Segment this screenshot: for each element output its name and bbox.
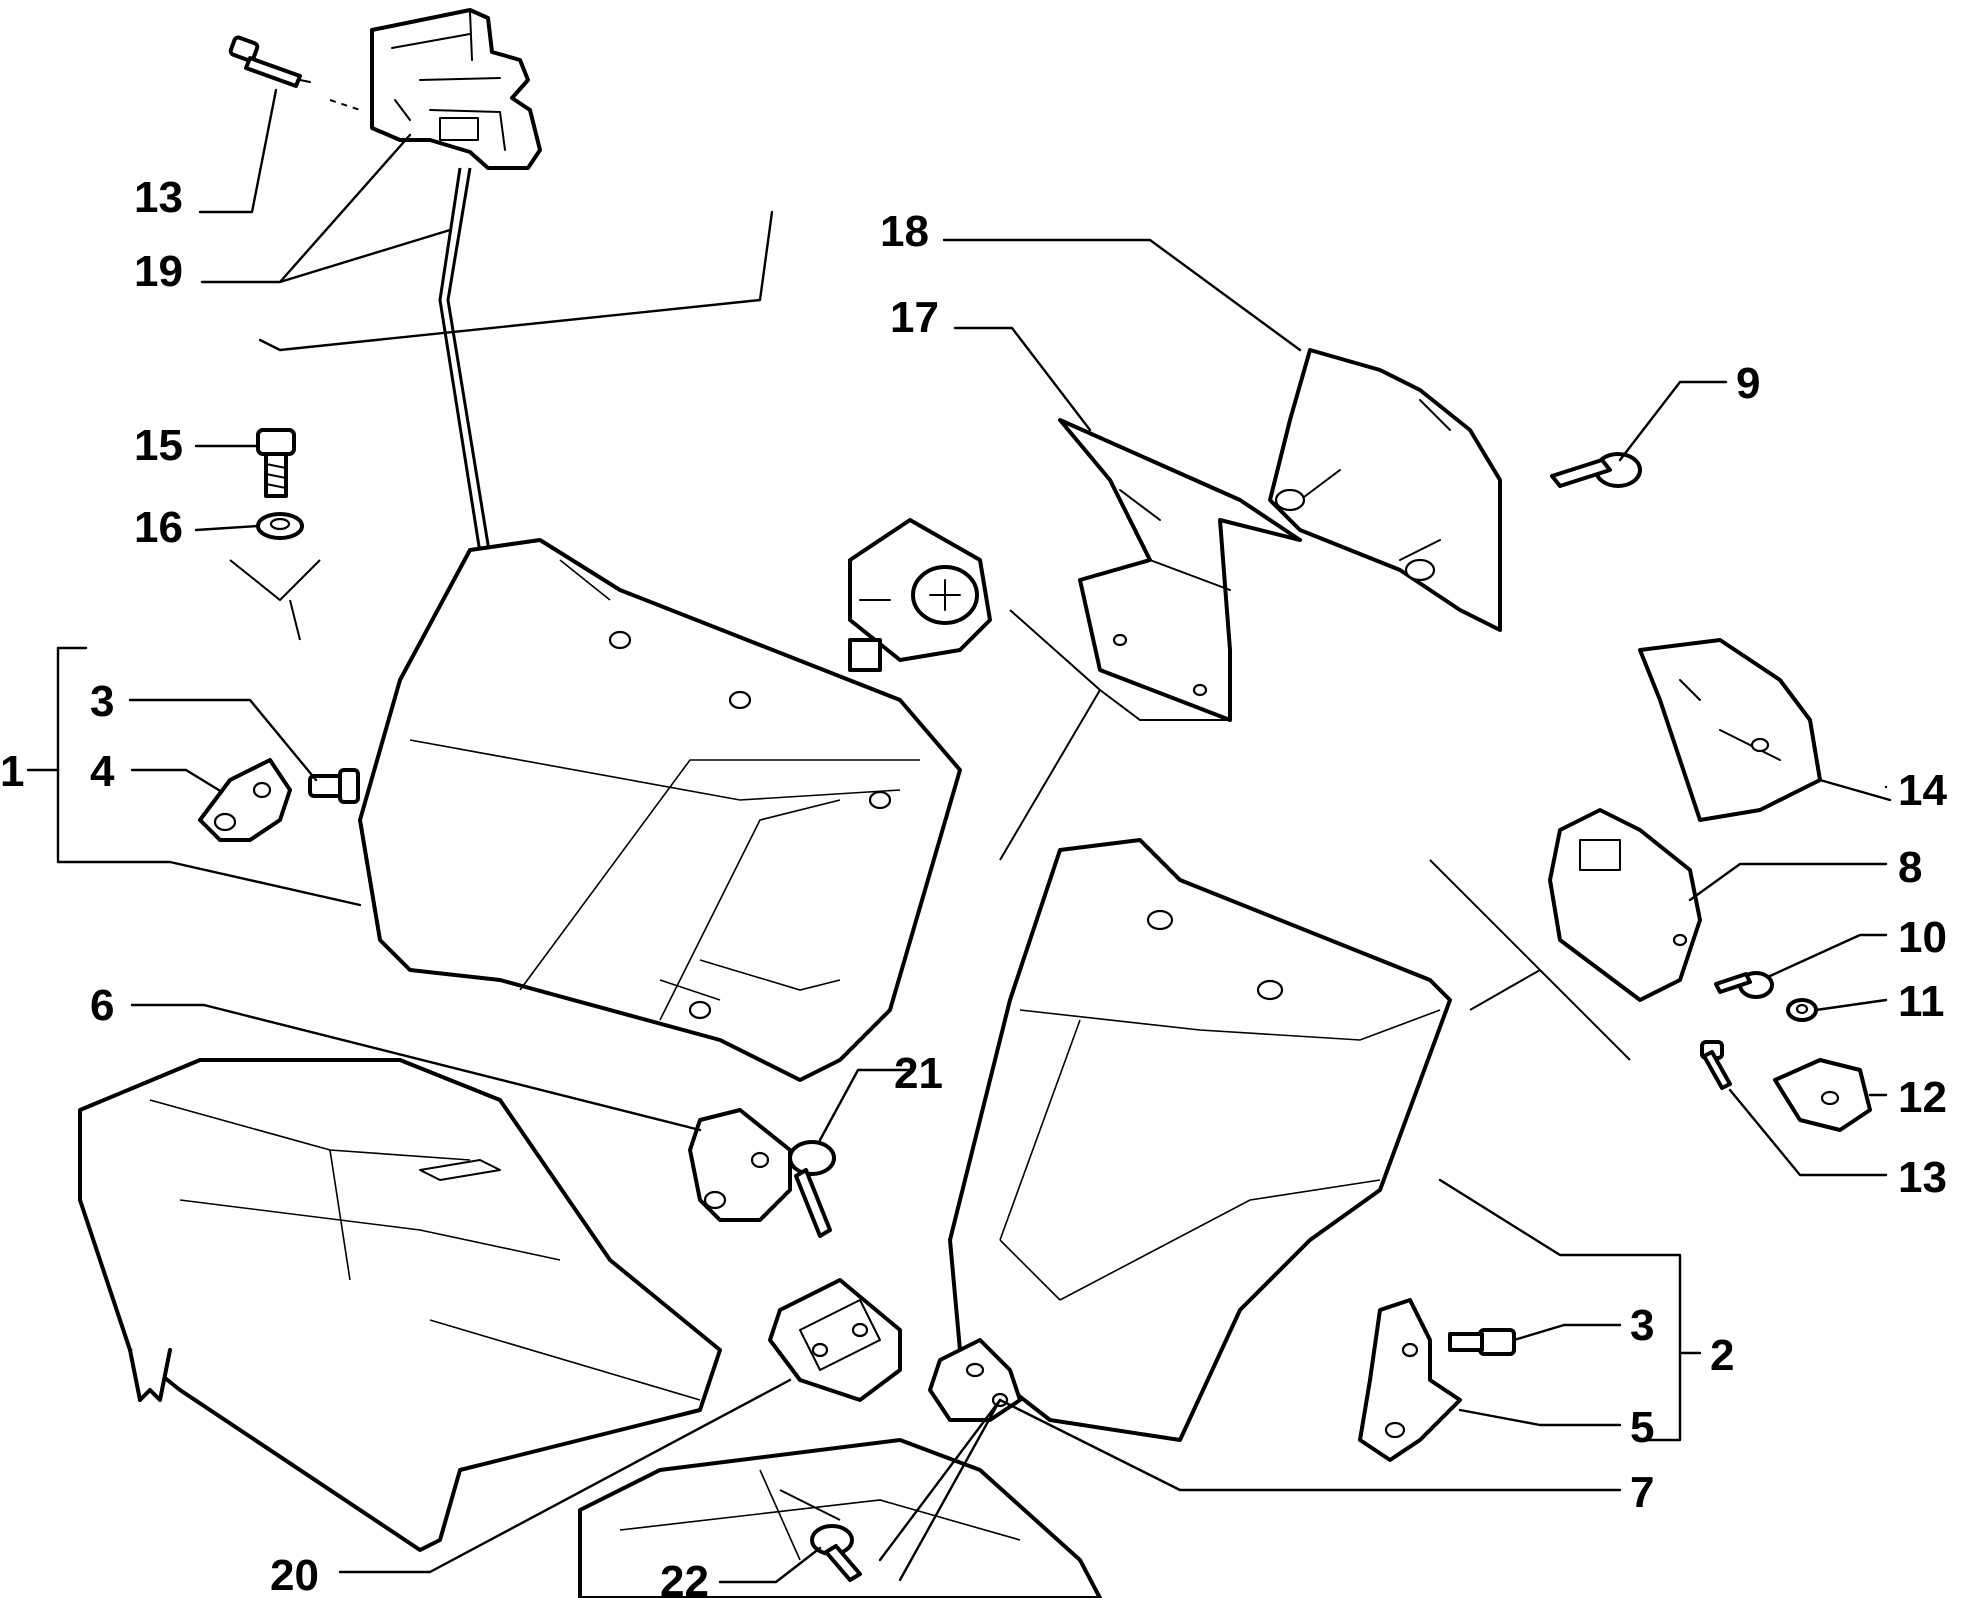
callout-4: 4 xyxy=(90,747,115,796)
pin-22-part xyxy=(810,1524,862,1582)
callout-3: 3 xyxy=(1630,1301,1654,1350)
callout-17: 17 xyxy=(890,293,939,342)
callout-12: 12 xyxy=(1898,1073,1947,1122)
bolt-21-part xyxy=(788,1140,836,1238)
bracket-17-part xyxy=(1058,418,1302,722)
callout-13: 13 xyxy=(1898,1153,1947,1202)
callout-labels: 1 2 3 3 4 5 6 7 8 9 10 11 12 13 13 14 15… xyxy=(0,173,1947,1598)
callout-7: 7 xyxy=(1630,1468,1654,1517)
hinge-5-part xyxy=(1358,1298,1462,1462)
hinge-12-part xyxy=(1773,1058,1872,1132)
bolt-13-right-part xyxy=(1700,1040,1732,1090)
callout-2: 2 xyxy=(1710,1331,1734,1380)
bolt-15-part xyxy=(256,428,296,498)
latch-bracket-part xyxy=(370,8,542,170)
trim-cover-18-part xyxy=(1268,348,1502,632)
callout-9: 9 xyxy=(1736,359,1760,408)
callout-5: 5 xyxy=(1630,1403,1654,1452)
callout-18: 18 xyxy=(880,207,929,256)
hinge-4-part xyxy=(198,758,292,842)
callout-21: 21 xyxy=(894,1049,943,1098)
cover-14-part xyxy=(1638,638,1822,822)
bolt-9-part xyxy=(1550,452,1642,488)
washer-16-part xyxy=(256,512,304,540)
callout-1: 1 xyxy=(0,747,24,796)
callout-14: 14 xyxy=(1898,766,1947,815)
seat-cushion xyxy=(78,1058,722,1552)
callout-19: 19 xyxy=(134,247,183,296)
callout-8: 8 xyxy=(1898,843,1922,892)
bolt-3-right-part xyxy=(1448,1328,1516,1356)
callout-22: 22 xyxy=(660,1557,709,1598)
left-backrest-part xyxy=(358,538,962,1082)
callout-13: 13 xyxy=(134,173,183,222)
bolt-10-part xyxy=(1714,971,1774,999)
callout-6: 6 xyxy=(90,981,114,1030)
belt-retractor xyxy=(848,518,992,672)
hinge-6-part xyxy=(688,1108,792,1222)
bolt-part xyxy=(228,35,311,88)
callout-20: 20 xyxy=(270,1551,319,1598)
leader-lines xyxy=(26,88,1892,1584)
floor-plate-20-part xyxy=(768,1278,902,1402)
washer-11-part xyxy=(1786,998,1818,1022)
bolt-3-left-part xyxy=(308,768,360,804)
callout-16: 16 xyxy=(134,503,183,552)
callout-10: 10 xyxy=(1898,913,1947,962)
callout-15: 15 xyxy=(134,421,183,470)
callout-3: 3 xyxy=(90,677,114,726)
right-backrest-part xyxy=(948,838,1452,1442)
striker-7-part xyxy=(928,1338,1022,1422)
callout-11: 11 xyxy=(1898,977,1945,1026)
latch-8-part xyxy=(1548,808,1702,1002)
